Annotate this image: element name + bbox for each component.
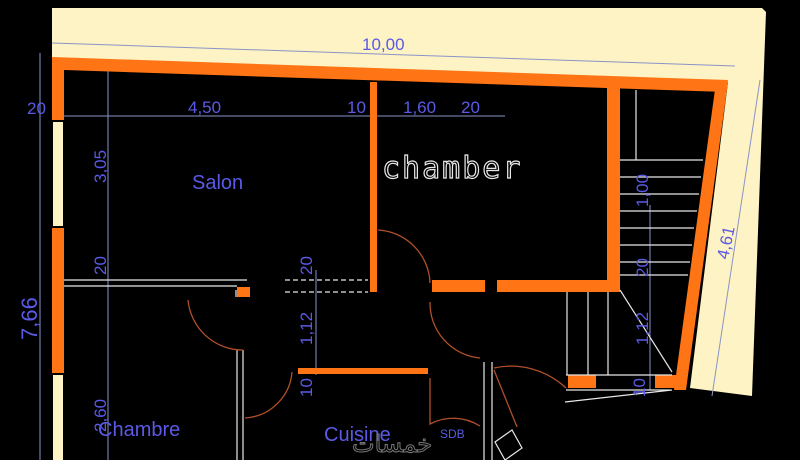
room-label-cuisine: Cuisine	[324, 424, 391, 446]
dim-partition: 10	[347, 98, 366, 117]
dim-left-inner-wall: 20	[91, 256, 110, 275]
door-swings	[187, 229, 567, 428]
dim-stair-wall: 20	[633, 258, 652, 277]
dim-stair-bottom-wall: 10	[630, 378, 649, 397]
room-label-chamber: chamber	[382, 151, 522, 186]
room-label-sdb: SDB	[440, 427, 465, 441]
room-label-salon: Salon	[192, 172, 243, 194]
dim-salon-width: 4,50	[188, 98, 221, 117]
dim-total-height: 7,66	[17, 297, 42, 340]
dim-corridor-wall: 20	[297, 256, 316, 275]
terrain-area	[52, 8, 766, 396]
dim-stair-run: 1,00	[633, 174, 652, 207]
dim-salon-depth: 3,05	[91, 150, 110, 183]
dim-chamber-wall: 20	[461, 98, 480, 117]
dim-chambre-depth: 2,60	[91, 399, 110, 432]
walls	[52, 57, 728, 460]
watermark: خمسات	[352, 430, 432, 458]
partition-lines	[64, 90, 703, 460]
dim-left-wall: 20	[27, 99, 46, 118]
room-label-chambre: Chambre	[98, 419, 180, 441]
dim-corridor-width: 1,12	[297, 312, 316, 345]
dim-total-width: 10,00	[362, 35, 405, 54]
dimension-lines	[39, 42, 761, 460]
dim-corridor-bottom-wall: 10	[297, 378, 316, 397]
dim-stair-width: 1,12	[633, 312, 652, 345]
dim-chamber-width: 1,60	[403, 98, 436, 117]
